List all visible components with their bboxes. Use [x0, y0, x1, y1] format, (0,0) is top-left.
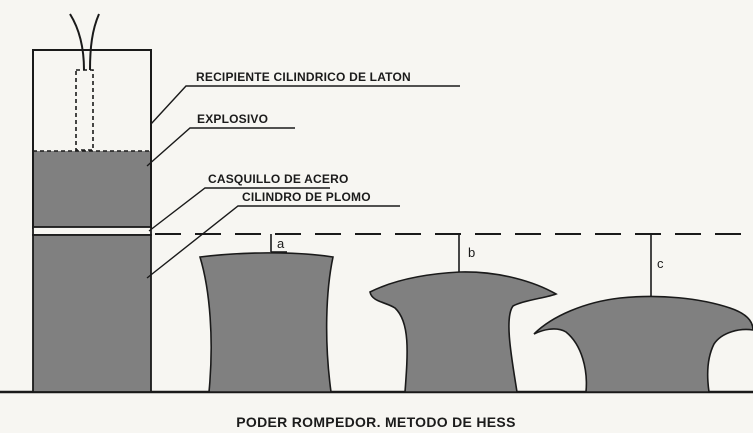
leader-container: [150, 85, 460, 125]
deformed-cylinder-b: b: [369, 234, 558, 393]
label-container: RECIPIENTE CILINDRICO DE LATON: [196, 70, 411, 84]
label-steel-cap: CASQUILLO DE ACERO: [208, 172, 349, 186]
leader-lines: [146, 85, 460, 279]
explosive-charge: [34, 151, 150, 227]
apparatus: [32, 13, 152, 393]
cylinder-a-shape: [198, 252, 334, 393]
measure-c: c: [657, 256, 664, 271]
wire-right: [89, 13, 100, 71]
leader-explosive: [146, 127, 295, 167]
steel-cap: [32, 226, 152, 236]
lead-cylinder: [32, 234, 152, 393]
deformed-cylinder-a: a: [198, 234, 334, 393]
leader-steel-cap: [148, 187, 330, 232]
cylinder-c-shape: [533, 295, 753, 393]
figure-caption: PODER ROMPEDOR. METODO DE HESS: [236, 414, 515, 430]
cylinder-b-shape: [369, 271, 558, 393]
leader-lead-cylinder: [146, 205, 400, 279]
measure-b: b: [468, 245, 475, 260]
detonator: [75, 69, 94, 151]
label-explosive: EXPLOSIVO: [197, 112, 268, 126]
wire-left: [69, 13, 85, 71]
measure-a: a: [277, 236, 285, 251]
label-lead-cylinder: CILINDRO DE PLOMO: [242, 190, 371, 204]
deformed-cylinder-c: c: [533, 234, 753, 393]
